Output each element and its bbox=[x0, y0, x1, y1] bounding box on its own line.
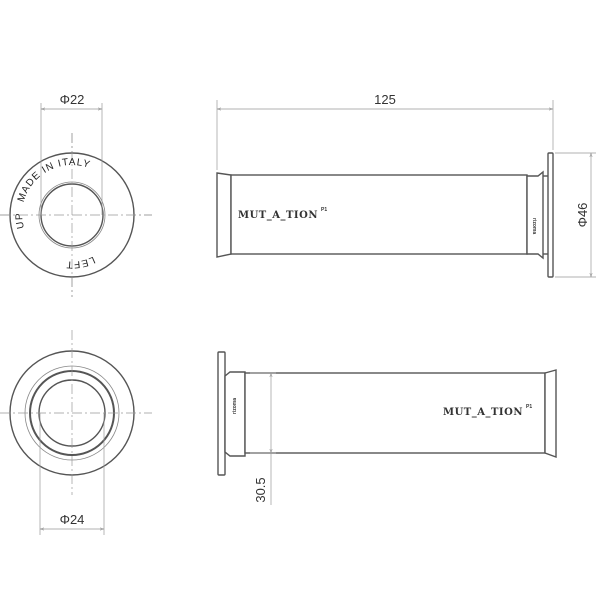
flange bbox=[217, 351, 226, 476]
left-flare bbox=[216, 172, 232, 258]
dimension-label-125: 125 bbox=[374, 92, 396, 107]
right-flare bbox=[544, 369, 557, 458]
bottom-end-view: Φ24 bbox=[0, 330, 152, 535]
top-end-view: MADE IN ITALY LEFT UP Φ22 bbox=[0, 92, 152, 297]
dimension-label-phi22: Φ22 bbox=[60, 92, 85, 107]
product-mark: P1 bbox=[321, 207, 327, 213]
logo-text: rizoma bbox=[531, 218, 537, 234]
grip-body bbox=[230, 174, 528, 255]
product-name: MUT_A_TION bbox=[238, 210, 318, 221]
collar bbox=[526, 170, 544, 260]
dimension-label-phi46: Φ46 bbox=[575, 203, 590, 228]
dimension-label-phi24: Φ24 bbox=[60, 512, 85, 527]
up-label: UP bbox=[14, 212, 27, 230]
product-name: MUT_A_TION bbox=[443, 407, 523, 418]
top-side-view: 125 MUT_A_TION P1 rizoma Φ46 bbox=[216, 92, 596, 278]
product-mark: P1 bbox=[526, 404, 532, 410]
dimension-label-30-5: 30.5 bbox=[253, 477, 268, 502]
collar bbox=[224, 371, 246, 457]
flange bbox=[547, 152, 554, 278]
bottom-side-view: rizoma MUT_A_TION P1 30.5 bbox=[217, 351, 557, 505]
logo-text: rizoma bbox=[232, 398, 238, 414]
